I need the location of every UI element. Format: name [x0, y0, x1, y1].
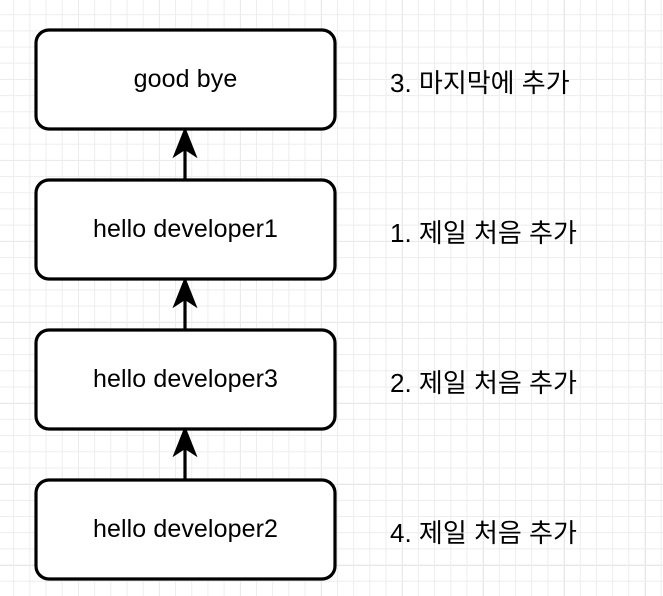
node-box-hello-developer3[interactable]: [34, 328, 337, 431]
arrowhead-up-icon: [172, 425, 198, 458]
node-box-hello-developer2[interactable]: [34, 478, 337, 581]
edge-dev1-to-goodbye[interactable]: [172, 126, 198, 180]
node-box-hello-developer1[interactable]: [34, 178, 337, 281]
arrowhead-up-icon: [172, 126, 198, 159]
arrowhead-up-icon: [172, 276, 198, 309]
edge-dev3-to-dev1[interactable]: [172, 276, 198, 330]
node-box-good-bye[interactable]: [34, 28, 337, 131]
edge-dev2-to-dev3[interactable]: [172, 425, 198, 480]
